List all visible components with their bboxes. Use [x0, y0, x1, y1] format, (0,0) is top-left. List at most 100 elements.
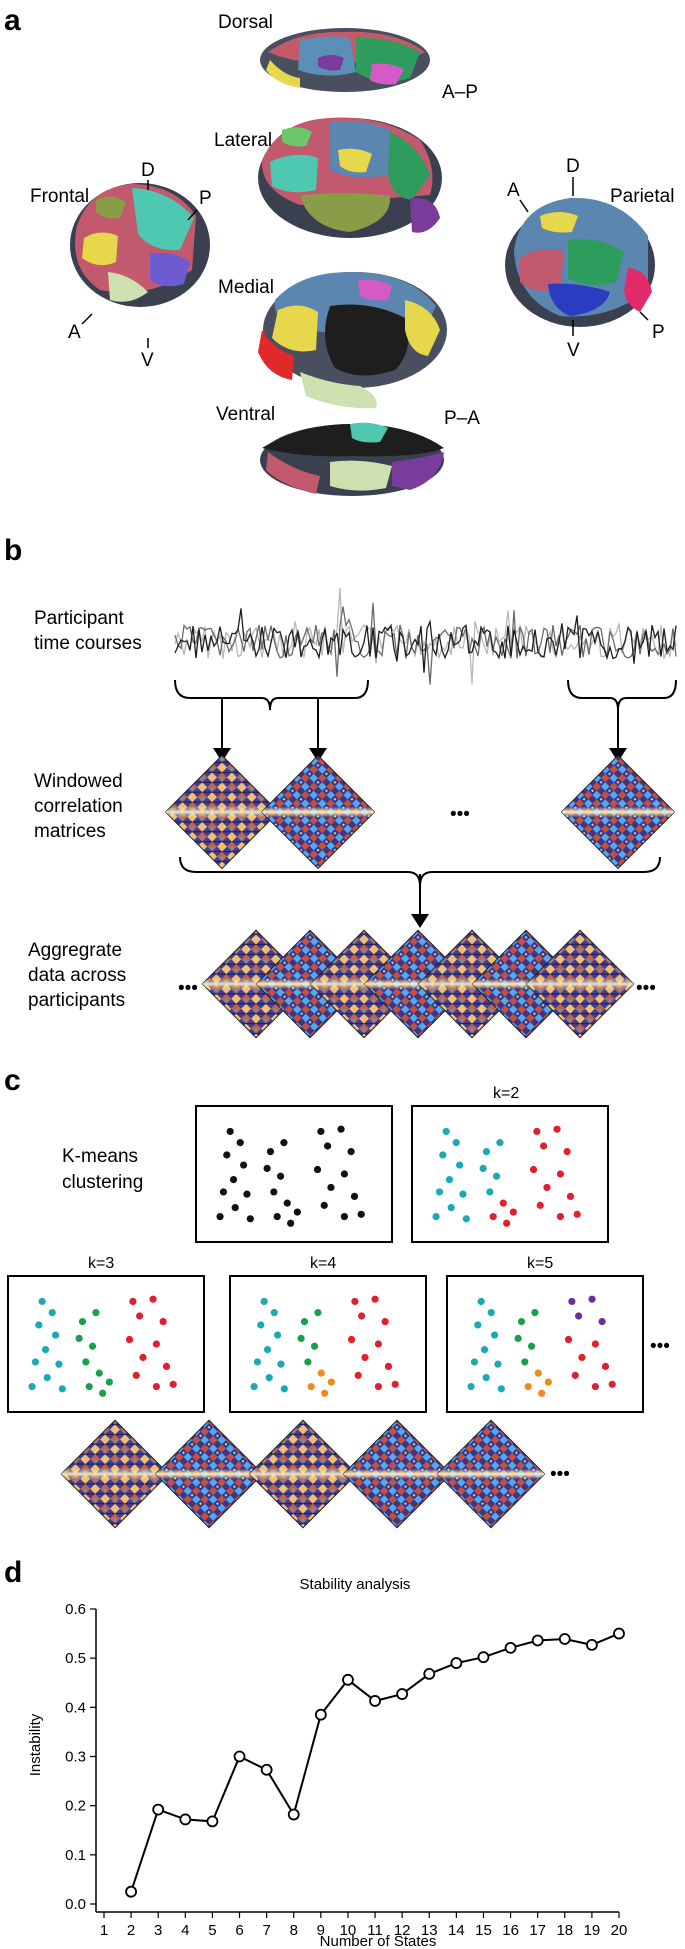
scatter-point: [534, 1369, 542, 1377]
scatter-point: [287, 1219, 295, 1227]
scatter-point: [314, 1309, 322, 1317]
y-axis-label: Instability: [27, 1713, 44, 1776]
scatter-point: [524, 1382, 532, 1391]
scatter-point: [482, 1148, 491, 1156]
scatter-point: [340, 1170, 348, 1178]
x-tick-label: 9: [317, 1922, 325, 1939]
ellipsis-k: •••: [650, 1336, 670, 1357]
scatter-point: [467, 1382, 475, 1391]
scatter-box-unclustered: [195, 1105, 393, 1243]
scatter-point: [499, 1199, 507, 1207]
scatter-point: [491, 1331, 499, 1339]
x-tick-label: 12: [394, 1922, 411, 1939]
scatter-point: [492, 1172, 501, 1180]
participant-label-line2: time courses: [34, 633, 142, 654]
scatter-point: [536, 1201, 544, 1209]
scatter-point: [31, 1358, 40, 1366]
data-point: [585, 1638, 598, 1651]
scatter-point: [462, 1215, 470, 1223]
correlation-matrix: [248, 1419, 358, 1529]
frontal-direction-markers: D P A V: [68, 160, 212, 371]
correlation-matrix: [60, 1419, 170, 1529]
x-tick-label: 4: [181, 1922, 189, 1939]
time-course-traces: [174, 588, 677, 685]
label-parietal: Parietal: [610, 186, 674, 207]
scatter-point: [276, 1172, 285, 1180]
scatter-point: [527, 1342, 536, 1350]
data-point: [558, 1633, 571, 1645]
scatter-point: [477, 1297, 485, 1306]
scatter-point: [608, 1380, 616, 1388]
brain-medial: [258, 272, 447, 409]
data-point: [125, 1885, 138, 1898]
scatter-point: [497, 1385, 505, 1393]
scatter-point: [55, 1360, 63, 1368]
data-point: [369, 1695, 381, 1707]
scatter-point: [152, 1340, 160, 1348]
scatter-point: [588, 1295, 596, 1303]
scatter-point: [509, 1208, 517, 1216]
scatter-point: [327, 1183, 335, 1192]
window-arrows: [213, 698, 627, 762]
scatter-point: [41, 1346, 50, 1354]
scatter-point: [327, 1378, 335, 1386]
scatter-point: [324, 1142, 332, 1150]
scatter-point: [480, 1346, 489, 1354]
aggregate-label-line2: data across: [28, 965, 126, 986]
correlation-matrix: [525, 929, 635, 1039]
centroid-matrices: [60, 1419, 546, 1529]
scatter-point: [591, 1340, 600, 1348]
scatter-point: [553, 1125, 561, 1133]
label-p-parietal: P: [652, 322, 665, 343]
x-tick-label: 18: [556, 1922, 573, 1939]
data-point: [613, 1627, 625, 1640]
scatter-point: [337, 1125, 345, 1133]
label-lateral: Lateral: [214, 130, 272, 151]
scatter-point: [474, 1321, 482, 1329]
windowed-matrices: [164, 754, 676, 870]
scatter-point: [246, 1215, 254, 1223]
scatter-point: [43, 1374, 51, 1382]
label-v-frontal: V: [141, 350, 154, 371]
label-d-parietal: D: [566, 156, 580, 177]
scatter-point: [257, 1321, 265, 1329]
label-v-parietal: V: [567, 340, 580, 361]
scatter-point: [514, 1334, 522, 1342]
x-tick-label: 2: [127, 1922, 135, 1939]
brain-parietal: [505, 197, 655, 327]
brain-lateral: [258, 117, 442, 238]
scatter-point: [470, 1358, 479, 1366]
panel-d-label: d: [4, 1556, 22, 1589]
data-point: [450, 1657, 463, 1669]
scatter-point: [531, 1309, 539, 1317]
scatter-point: [250, 1382, 258, 1391]
scatter-point: [529, 1165, 538, 1174]
data-point: [179, 1813, 192, 1826]
data-point: [206, 1815, 219, 1828]
scatter-point: [52, 1331, 60, 1339]
windowed-label-line2: correlation: [34, 796, 123, 817]
scatter-point: [317, 1127, 325, 1136]
scatter-point: [543, 1183, 551, 1192]
brain-dorsal: [260, 28, 430, 92]
kmeans-label-line1: K-means: [62, 1146, 138, 1167]
aggregate-label-line3: participants: [28, 990, 125, 1011]
scatter-point: [304, 1358, 312, 1366]
scatter-point: [432, 1212, 440, 1221]
x-tick-label: 16: [502, 1922, 519, 1939]
x-tick-label: 13: [421, 1922, 438, 1939]
data-point: [531, 1634, 544, 1647]
scatter-point: [540, 1142, 548, 1150]
correlation-matrix: [154, 1419, 264, 1529]
k3-label: k=3: [88, 1255, 114, 1272]
scatter-point: [270, 1309, 278, 1317]
y-tick-label: 0.6: [65, 1601, 86, 1618]
scatter-point: [479, 1164, 487, 1172]
scatter-point: [260, 1297, 268, 1306]
scatter-box-k2: [411, 1105, 609, 1243]
scatter-point: [533, 1127, 541, 1136]
y-tick-label: 0.1: [65, 1847, 86, 1864]
kmeans-label: K-means clustering: [62, 1146, 143, 1193]
scatter-point: [563, 1148, 571, 1156]
